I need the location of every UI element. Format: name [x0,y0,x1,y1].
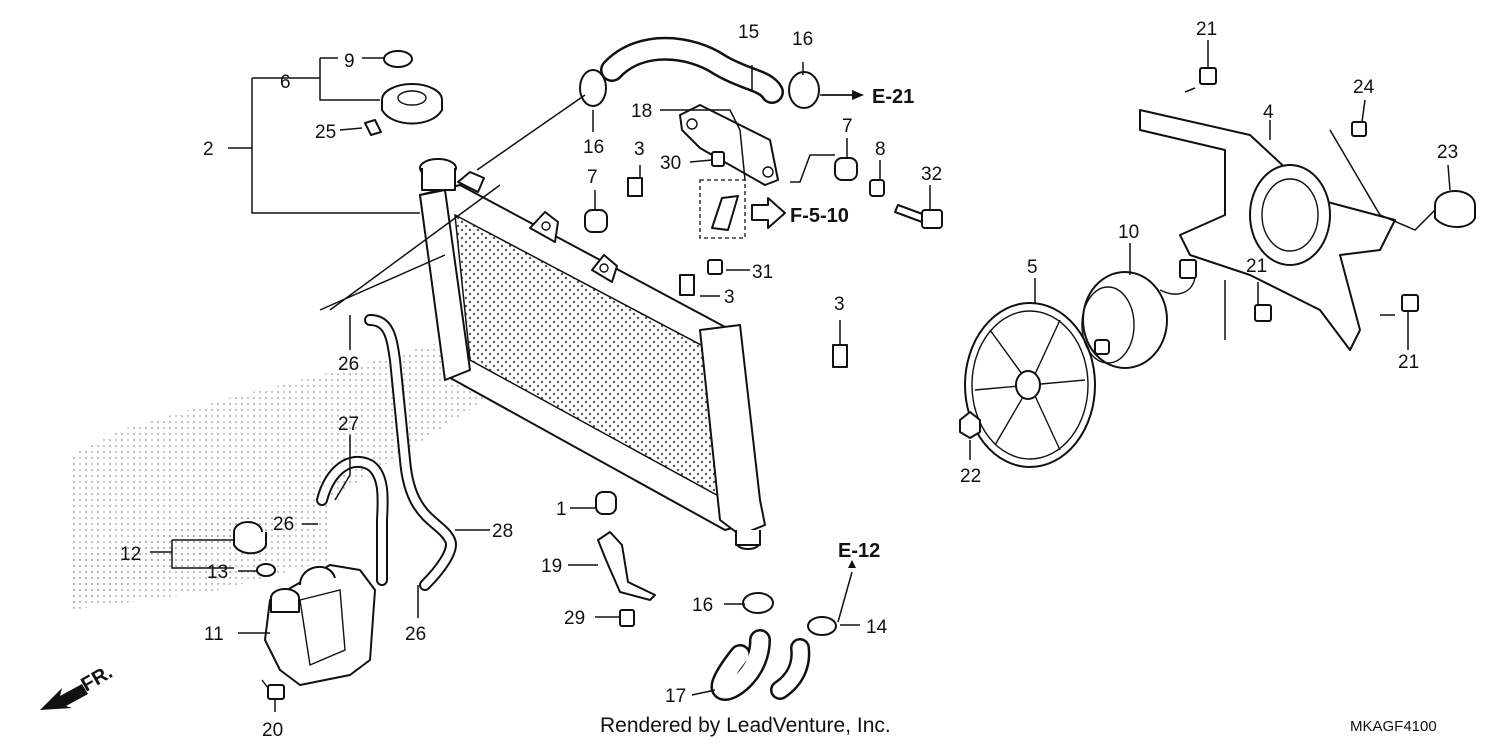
callout-17: 17 [665,686,686,707]
radiator [419,158,766,550]
callout-6: 6 [280,72,291,93]
callout-23: 23 [1437,142,1458,163]
ref-e12[interactable]: E-12 [838,540,880,562]
callout-14: 14 [866,617,888,638]
ref-f-5-10[interactable]: F-5-10 [790,205,849,227]
cap-seal-9 [383,50,413,68]
callout-10: 10 [1118,222,1139,243]
callout-28: 28 [492,521,513,542]
callout-7a: 7 [587,167,598,188]
leader-lines [150,40,1451,712]
callout-31: 31 [752,262,773,283]
callout-26c: 26 [405,624,426,645]
callout-25: 25 [315,122,336,143]
callout-16b: 16 [583,137,604,158]
callout-4: 4 [1263,102,1274,123]
callout-21b: 21 [1246,256,1267,277]
radiator-cap [381,83,443,125]
callout-13: 13 [207,562,228,583]
fan-motor-10 [1081,259,1197,369]
callout-16a: 16 [792,29,813,50]
footer-credit: Rendered by LeadVenture, Inc. [600,714,891,737]
frame-silhouette [70,330,540,610]
reserve-tank [264,564,376,686]
callout-21a: 21 [1196,19,1217,40]
bracket-18 [679,104,779,186]
f-5-10-arrow [751,197,786,229]
callout-26a: 26 [338,354,359,375]
callout-26b: 26 [273,514,294,535]
hose-clamp-16-upper [579,69,607,107]
callout-8: 8 [875,139,886,160]
bolt-20 [261,679,285,700]
callout-9: 9 [344,51,355,72]
callout-24: 24 [1353,77,1375,98]
callout-3a: 3 [634,139,645,160]
callout-32: 32 [921,164,942,185]
fan-blade-5 [964,302,1096,468]
callout-22: 22 [960,466,981,487]
callout-7b: 7 [842,116,853,137]
callout-27: 27 [338,414,359,435]
callout-29: 29 [564,608,585,629]
fan-shroud-4 [1139,109,1396,351]
ref-e21[interactable]: E-21 [872,86,914,108]
callout-21c: 21 [1398,352,1419,373]
callout-5: 5 [1027,257,1038,278]
callout-1: 1 [556,499,567,520]
callout-19: 19 [541,556,562,577]
reserve-tank-cap [233,521,276,577]
callout-3c: 3 [834,294,845,315]
callout-18: 18 [631,101,652,122]
hose-clamp-16-right [788,71,820,109]
callout-12: 12 [120,544,141,565]
callout-30: 30 [660,153,681,174]
callout-labels: 1 2 3 3 3 4 5 6 7 7 8 9 10 11 12 13 14 1… [120,19,1458,741]
front-arrow [40,684,88,710]
callout-15: 15 [738,22,759,43]
diagram-code: MKAGF4100 [1350,718,1437,735]
callout-3b: 3 [724,287,735,308]
callout-2: 2 [203,139,214,160]
callout-20: 20 [262,720,283,741]
callout-11: 11 [204,624,224,645]
callout-16c: 16 [692,595,713,616]
